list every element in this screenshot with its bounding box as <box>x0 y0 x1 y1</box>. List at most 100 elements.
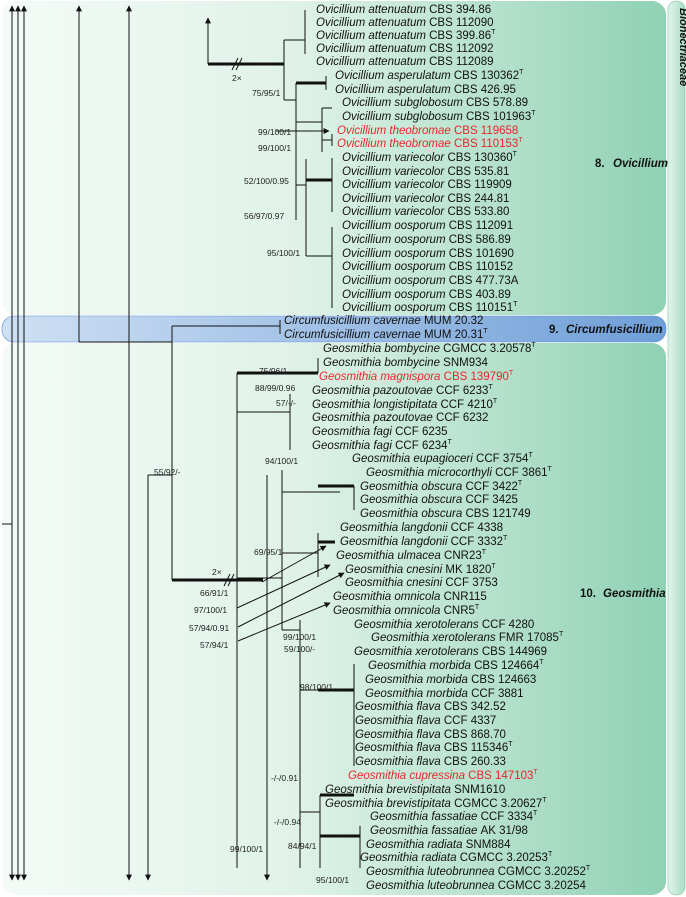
support-value: 75/95/1 <box>252 88 281 98</box>
taxon-label: Ovicillium oosporum CBS 110152 <box>342 261 513 273</box>
support-value: 52/100/0.95 <box>244 176 289 186</box>
taxon-label: Geosmithia longistipitata CCF 4210T <box>312 398 498 411</box>
taxon-label: Geosmithia ulmacea CNR23T <box>336 549 487 562</box>
support-value: 99/100/1 <box>258 143 291 153</box>
taxon-label: Geosmithia eupagioceri CCF 3754T <box>352 452 533 465</box>
taxon-label: Geosmithia brevistipitata CGMCC 3.20627T <box>325 797 547 810</box>
taxon-label: Geosmithia fagi CCF 6234T <box>312 439 453 452</box>
taxon-label: Geosmithia cnesini MK 1820T <box>345 563 496 576</box>
taxon-label: Geosmithia magnispora CBS 139790T <box>319 370 514 383</box>
svg-text:2×: 2× <box>212 567 222 577</box>
support-value: 57/-/- <box>276 398 296 408</box>
geosmithia-band <box>2 343 666 895</box>
taxon-label: Geosmithia flava CBS 115346T <box>355 741 513 754</box>
taxon-label: Geosmithia flava CBS 342.52 <box>355 701 506 713</box>
axis-arrows <box>2 5 270 881</box>
taxon-label: Geosmithia morbida CBS 124663 <box>365 674 536 686</box>
taxon-label: Ovicillium variecolor CBS 130360T <box>342 151 518 164</box>
support-value: 95/100/1 <box>316 875 349 885</box>
taxon-label: Ovicillium theobromae CBS 119658 <box>337 125 518 137</box>
family-label: Bionectriaceae <box>677 8 686 86</box>
support-value: 99/100/1 <box>258 127 291 137</box>
taxon-label: Geosmithia xerotolerans CBS 144969 <box>354 646 547 658</box>
taxon-label: Geosmithia morbida CCF 3881 <box>365 688 524 700</box>
taxon-label: Ovicillium asperulatum CBS 130362T <box>335 69 524 82</box>
support-value: 66/91/1 <box>200 588 229 598</box>
taxon-label: Geosmithia morbida CBS 124664T <box>368 659 544 672</box>
node-pointer-arrows <box>236 128 345 642</box>
taxon-label: Geosmithia fassatiae AK 31/98 <box>370 825 528 837</box>
taxon-label: Geosmithia langdonii CCF 4338 <box>340 522 503 534</box>
taxon-label: Ovicillium theobromae CBS 110153T <box>337 137 523 150</box>
taxon-label: Geosmithia bombycine CGMCC 3.20578T <box>323 342 536 355</box>
family-band <box>667 0 686 896</box>
clade-geosmithia-genus: Geosmithia <box>603 588 666 600</box>
taxon-label: Ovicillium variecolor CBS 119909 <box>342 179 512 191</box>
taxon-label: Geosmithia pazoutovae CCF 6233T <box>312 384 493 397</box>
taxon-label: Ovicillium variecolor CBS 535.81 <box>342 166 509 178</box>
support-values: 75/95/1 99/100/1 99/100/1 52/100/0.95 56/97/… <box>154 88 349 885</box>
support-value: 95/100/1 <box>267 248 300 258</box>
taxon-label: Ovicillium variecolor CBS 533.80 <box>342 206 509 218</box>
taxon-label: Geosmithia flava CBS 260.33 <box>355 756 506 768</box>
taxon-label: Ovicillium attenuatum CBS 112089 <box>316 56 494 68</box>
support-value: 57/94/1 <box>200 640 229 650</box>
taxon-label: Geosmithia omnicola CNR115 <box>333 591 487 603</box>
break-mark-2: 2× <box>212 567 235 587</box>
svg-text:2×: 2× <box>232 73 242 83</box>
taxon-label: Geosmithia radiata SNM884 <box>366 839 511 851</box>
taxon-label: Geosmithia microcorthyli CCF 3861T <box>366 466 553 479</box>
support-value: -/-/0.91 <box>271 773 298 783</box>
taxon-label: Geosmithia fagi CCF 6235 <box>312 426 448 438</box>
taxon-label: Ovicillium asperulatum CBS 426.95 <box>335 84 516 96</box>
taxon-label: Ovicillium attenuatum CBS 394.86 <box>316 4 491 16</box>
taxon-label: Ovicillium attenuatum CBS 399.86T <box>316 29 496 42</box>
support-value: 99/100/1 <box>283 632 316 642</box>
taxon-label: Geosmithia pazoutovae CCF 6232 <box>312 412 488 424</box>
taxon-label: Geosmithia obscura CBS 121749 <box>360 508 531 520</box>
support-value: 97/100/1 <box>194 605 227 615</box>
support-value: 56/97/0.97 <box>244 211 284 221</box>
support-value: 69/95/1 <box>254 547 283 557</box>
taxon-label: Geosmithia flava CBS 868.70 <box>355 729 506 741</box>
taxon-label: Geosmithia fassatiae CCF 3334T <box>370 810 538 823</box>
taxon-label: Ovicillium oosporum CBS 101690 <box>342 248 514 260</box>
taxon-label: Ovicillium oosporum CBS 586.89 <box>342 234 511 246</box>
support-value: 59/100/- <box>284 644 315 654</box>
support-value: 57/94/0.91 <box>189 623 229 633</box>
tree-branches <box>79 10 361 868</box>
taxon-label: Geosmithia xerotolerans FMR 17085T <box>371 631 564 644</box>
taxon-label: Ovicillium subglobosum CBS 101963T <box>342 110 536 123</box>
taxon-label: Ovicillium oosporum CBS 112091 <box>342 220 513 232</box>
support-value: -/-/0.94 <box>274 817 301 827</box>
support-value: 94/100/1 <box>265 456 298 466</box>
clade-circumfusicillium-genus: Circumfusicillium <box>566 324 663 336</box>
support-value: 55/92/- <box>154 467 181 477</box>
taxa-labels: Ovicillium attenuatum CBS 394.86Ovicilli… <box>284 4 591 892</box>
taxon-label: Geosmithia langdonii CCF 3332T <box>340 535 508 548</box>
taxon-label: Ovicillium variecolor CBS 244.81 <box>342 193 509 205</box>
support-value: 75/96/1 <box>259 366 288 376</box>
taxon-label: Ovicillium oosporum CBS 477.73A <box>342 275 519 287</box>
taxon-label: Geosmithia bombycine SNM934 <box>323 357 489 369</box>
support-value: 84/94/1 <box>288 841 317 851</box>
taxon-label: Ovicillium subglobosum CBS 578.89 <box>342 97 528 109</box>
support-value: 88/99/0.96 <box>255 383 295 393</box>
taxon-label: Geosmithia cupressina CBS 147103T <box>348 769 538 782</box>
support-value: 98/100/1 <box>300 682 333 692</box>
clade-geosmithia-number: 10. <box>580 588 596 600</box>
taxon-label: Ovicillium oosporum CBS 110151T <box>342 301 518 314</box>
taxon-label: Circumfusicillium cavernae MUM 20.32 <box>284 315 483 327</box>
circumfusicillium-band <box>1 315 667 343</box>
taxon-label: Geosmithia radiata CGMCC 3.20253T <box>360 851 553 864</box>
clade-ovicillium-genus: Ovicillium <box>613 158 668 170</box>
taxon-label: Ovicillium attenuatum CBS 112092 <box>316 43 494 55</box>
ovicillium-band <box>2 1 666 315</box>
support-value: 99/100/1 <box>230 844 263 854</box>
taxon-label: Ovicillium oosporum CBS 403.89 <box>342 289 511 301</box>
break-mark-1: 2× <box>231 57 243 83</box>
taxon-label: Geosmithia omnicola CNR5T <box>333 604 480 617</box>
taxon-label: Geosmithia flava CCF 4337 <box>355 715 496 727</box>
taxon-label: Circumfusicillium cavernae MUM 20.31T <box>284 328 488 341</box>
